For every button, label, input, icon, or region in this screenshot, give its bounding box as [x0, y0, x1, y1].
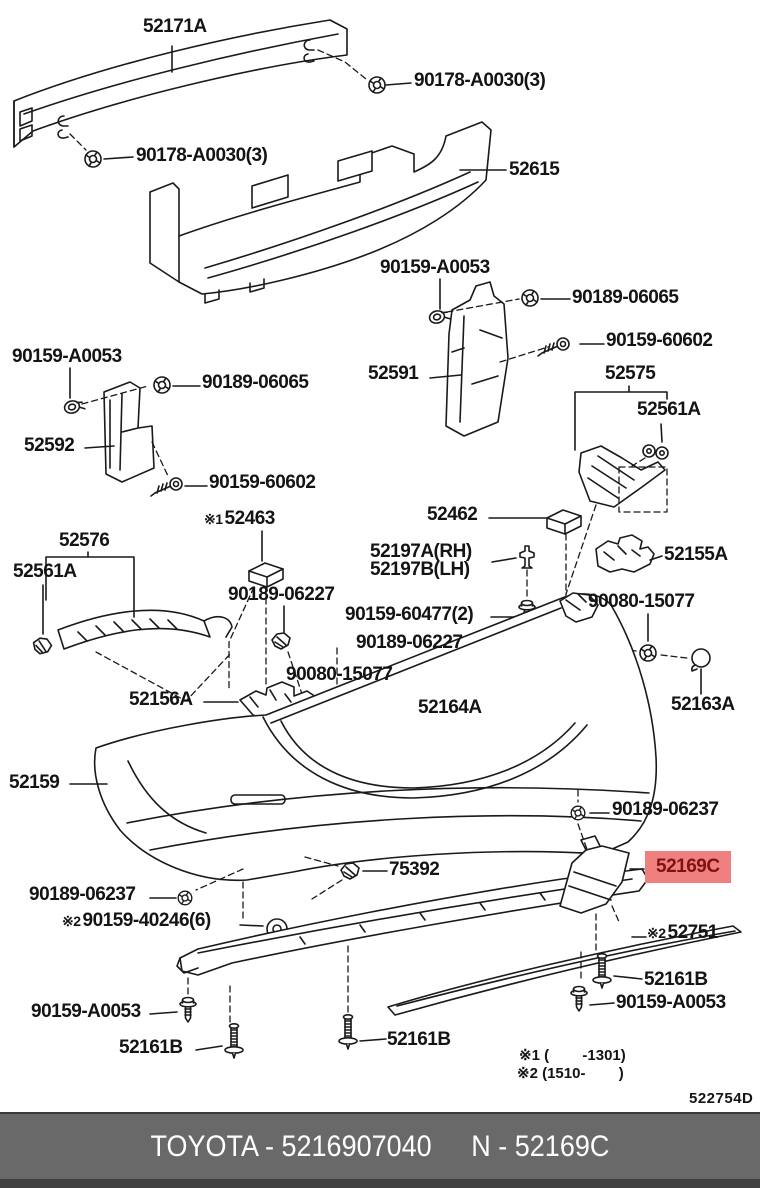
- part-label-52159: 52159: [9, 772, 60, 793]
- part-label-52171a: 52171A: [143, 16, 207, 37]
- part-bracket-52591: [445, 281, 509, 437]
- part-garnish-52169c: [559, 835, 630, 914]
- note-ref-2: ※2: [647, 925, 666, 941]
- assembly-dashes-beam: [69, 49, 367, 151]
- part-label-52197a-rh: 52197A(RH): [370, 541, 472, 562]
- part-label-52576: 52576: [59, 530, 110, 551]
- part-label-52155a: 52155A: [664, 544, 728, 565]
- screw-icon: [150, 477, 183, 497]
- part-label-52561a-left: 52561A: [13, 561, 77, 582]
- leaders-bottom-screws: [149, 881, 643, 1051]
- screw-icon: [570, 985, 588, 1012]
- part-label-90080-15077-right: 90080-15077: [588, 591, 695, 612]
- clip-icon: [340, 862, 360, 880]
- part-label-90189-06065-left: 90189-06065: [202, 372, 309, 393]
- part-label-90159-a0053-left: 90159-A0053: [12, 346, 122, 367]
- nut-icon: [84, 150, 102, 168]
- part-label-90159-a0053-br: 90159-A0053: [616, 992, 726, 1013]
- leaders-52576-group: [42, 551, 233, 702]
- part-label-52161b-right: 52161B: [644, 969, 708, 990]
- nut-icon: [368, 76, 386, 94]
- part-label-52615: 52615: [509, 159, 560, 180]
- part-bracket-52592: [103, 381, 155, 483]
- leaders-52575-group: [565, 385, 668, 595]
- nut-icon: [570, 805, 586, 821]
- bolt-icon: [427, 307, 451, 326]
- footer-bar: TOYOTA - 5216907040 N - 52169C: [0, 1112, 760, 1188]
- part-label-52561a-right: 52561A: [637, 399, 701, 420]
- screw-icon: [338, 1013, 358, 1050]
- nut-icon: [177, 890, 193, 906]
- leaders-52592-group: [69, 367, 208, 487]
- part-lower-garnish: [176, 868, 649, 976]
- part-label-90189-06227-upper: 90189-06227: [228, 584, 335, 605]
- leaders-52591-group: [429, 278, 605, 379]
- diagram-line-art: [13, 19, 742, 1059]
- part-label-52591: 52591: [368, 363, 419, 384]
- part-label-90189-06237-left: 90189-06237: [29, 884, 136, 905]
- leaders-pads-group: [228, 517, 567, 689]
- screw-icon: [537, 337, 570, 357]
- part-retainer-52576: [57, 609, 233, 650]
- clip-icon: [271, 632, 291, 650]
- part-label-90080-15077-left: 90080-15077: [286, 664, 393, 685]
- part-label-90159-60477: 90159-60477(2): [345, 604, 474, 625]
- screw-icon: [224, 1022, 244, 1059]
- part-label-52156a: 52156A: [129, 689, 193, 710]
- part-label-90178-left: 90178-A0030(3): [136, 145, 268, 166]
- part-label-75392: 75392: [389, 859, 440, 880]
- note-ref-1: ※1: [204, 511, 223, 527]
- leader-90178: [103, 82, 412, 160]
- part-label-52575: 52575: [605, 363, 656, 384]
- part-label-90159-60602-right: 90159-60602: [606, 330, 713, 351]
- part-label-52197b-lh: 52197B(LH): [370, 559, 470, 580]
- part-label-52161b-left: 52161B: [119, 1037, 183, 1058]
- nut-icon: [153, 376, 171, 394]
- part-clip-52155a: [595, 534, 655, 573]
- part-label-90159-a0053-mid: 90159-A0053: [380, 257, 490, 278]
- part-label-52164a: 52164A: [418, 697, 482, 718]
- pad-box-icon: [546, 509, 582, 535]
- part-molding-52751: [387, 925, 742, 1016]
- part-bumper-cover-52159: [93, 592, 658, 882]
- applicability-note-1: ※1 ( -1301): [519, 1047, 626, 1064]
- pin-clip-icon: [519, 545, 535, 569]
- part-label-90159-a0053-bl: 90159-A0053: [31, 1001, 141, 1022]
- clip-icon: [30, 635, 54, 657]
- grommet-pair-icon: [642, 444, 669, 460]
- applicability-note-2: ※2 (1510- ): [517, 1065, 624, 1082]
- bolt-icon: [62, 397, 86, 416]
- note-ref-2: ※2: [62, 913, 81, 929]
- part-beam-52171a: [13, 19, 348, 148]
- part-label-52161b-mid: 52161B: [387, 1029, 451, 1050]
- part-absorber-52615: [149, 121, 492, 304]
- part-label-90189-06065-right: 90189-06065: [572, 287, 679, 308]
- footer-part-code: N - 52169C: [471, 1129, 610, 1163]
- bolt-icon: [639, 644, 657, 662]
- part-label-90178-right: 90178-A0030(3): [414, 70, 546, 91]
- part-label-52592: 52592: [24, 435, 75, 456]
- screw-icon: [179, 996, 197, 1023]
- part-label-52163a: 52163A: [671, 694, 735, 715]
- part-label-52462: 52462: [427, 504, 478, 525]
- nut-icon: [521, 289, 539, 307]
- part-label-90159-60602-left: 90159-60602: [209, 472, 316, 493]
- diagram-code: 522754D: [689, 1090, 754, 1107]
- grommet-icon: [691, 648, 711, 672]
- footer-catalog-number: TOYOTA - 5216907040: [150, 1129, 432, 1163]
- part-label-90189-06227-lower: 90189-06227: [356, 632, 463, 653]
- part-bracket-52575: [578, 445, 668, 513]
- part-label-52169c-highlighted: 52169C: [645, 851, 731, 883]
- part-label-90189-06237-right: 90189-06237: [612, 799, 719, 820]
